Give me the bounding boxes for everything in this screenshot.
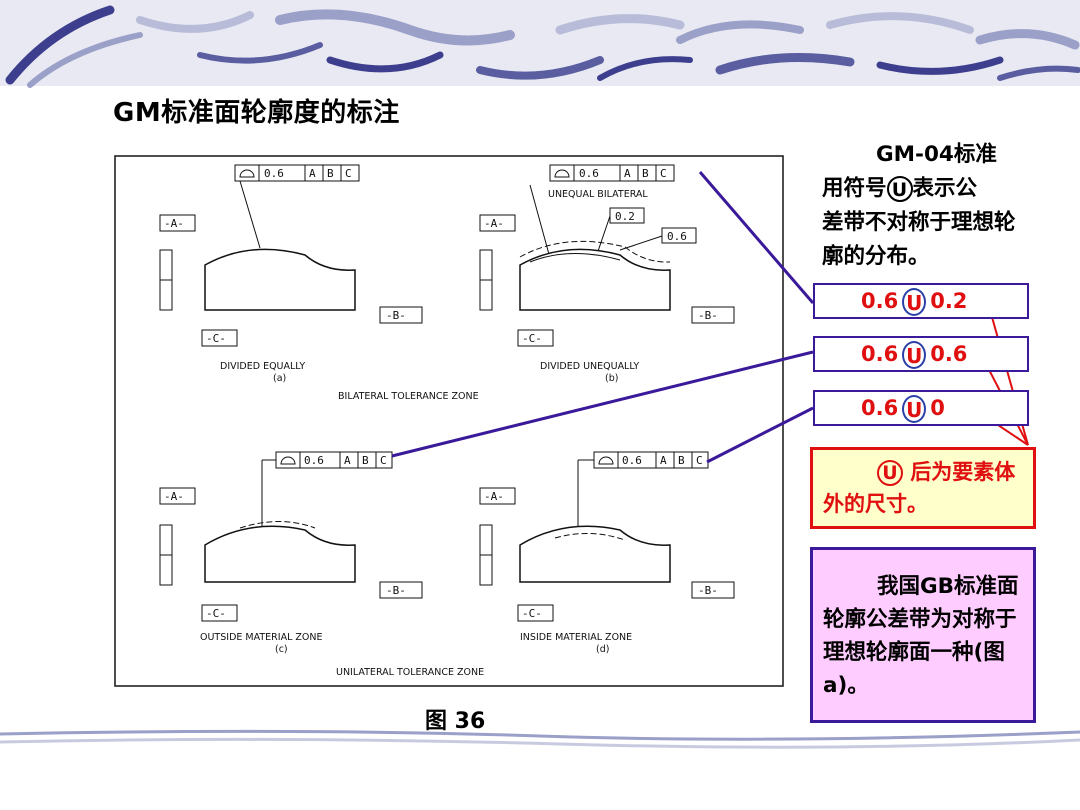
svg-text:-A-: -A-: [484, 490, 504, 503]
svg-text:-B-: -B-: [386, 584, 406, 597]
gb-standard-note: 我国GB标准面轮廓公差带为对称于理想轮廓面一种(图a)。: [810, 547, 1036, 723]
header-wave-decoration: [0, 0, 1080, 88]
u-symbol-icon: U: [902, 341, 927, 369]
svg-text:OUTSIDE MATERIAL ZONE: OUTSIDE MATERIAL ZONE: [200, 632, 322, 643]
svg-text:UNEQUAL BILATERAL: UNEQUAL BILATERAL: [548, 189, 648, 200]
svg-text:(a): (a): [273, 373, 286, 384]
u-symbol-icon: U: [902, 395, 927, 423]
note-line1: GM-04标准: [876, 142, 997, 167]
svg-text:B: B: [362, 454, 369, 467]
svg-text:B: B: [678, 454, 685, 467]
svg-text:B: B: [642, 167, 649, 180]
u-symbol-icon: U: [902, 288, 927, 316]
svg-text:-C-: -C-: [206, 607, 226, 620]
slide-title: GM标准面轮廓度的标注: [113, 98, 400, 128]
svg-text:-C-: -C-: [522, 607, 542, 620]
svg-text:-B-: -B-: [698, 309, 718, 322]
panel-c: 0.6 A B C -A- -B- -C- OUTSIDE MATERIAL Z…: [159, 451, 423, 655]
svg-text:-C-: -C-: [522, 332, 542, 345]
svg-text:-A-: -A-: [164, 490, 184, 503]
svg-text:-B-: -B-: [386, 309, 406, 322]
svg-text:0.6: 0.6: [304, 454, 324, 467]
svg-text:A: A: [660, 454, 667, 467]
footer-wave-decoration: [0, 729, 1080, 749]
svg-text:0.6: 0.6: [622, 454, 642, 467]
svg-text:-A-: -A-: [164, 217, 184, 230]
svg-text:(c): (c): [275, 644, 288, 655]
bilateral-zone-label: BILATERAL TOLERANCE ZONE: [338, 391, 479, 402]
svg-text:DIVIDED EQUALLY: DIVIDED EQUALLY: [220, 361, 305, 372]
svg-text:0.6: 0.6: [264, 167, 284, 180]
svg-text:(d): (d): [596, 644, 609, 655]
u-symbol-icon: U: [886, 176, 913, 202]
outside-size-note: U 后为要素体外的尺寸。: [810, 447, 1036, 529]
svg-text:C: C: [660, 167, 667, 180]
note-rest: 差带不对称于理想轮廓的分布。: [822, 210, 1016, 269]
svg-text:0.6: 0.6: [667, 230, 687, 243]
svg-text:-A-: -A-: [484, 217, 504, 230]
svg-text:INSIDE MATERIAL ZONE: INSIDE MATERIAL ZONE: [520, 632, 632, 643]
svg-text:C: C: [696, 454, 703, 467]
svg-text:A: A: [344, 454, 351, 467]
svg-text:0.2: 0.2: [615, 210, 635, 223]
svg-text:DIVIDED UNEQUALLY: DIVIDED UNEQUALLY: [540, 361, 639, 372]
svg-text:A: A: [624, 167, 631, 180]
svg-text:A: A: [309, 167, 316, 180]
panel-b: 0.6 A B C UNEQUAL BILATERAL 0.2 0.6 -A- …: [479, 164, 735, 384]
unilateral-zone-label: UNILATERAL TOLERANCE ZONE: [336, 667, 484, 678]
svg-text:-B-: -B-: [698, 584, 718, 597]
figure-caption: 图 36: [425, 709, 486, 734]
profile-tolerance-figure: 0.6 A B C -A- -B- -C- DIVIDED EQUALLY (a…: [114, 155, 784, 687]
u-symbol-icon: U: [877, 460, 903, 486]
svg-text:C: C: [380, 454, 387, 467]
panel-a: 0.6 A B C -A- -B- -C- DIVIDED EQUALLY (a…: [159, 164, 423, 384]
svg-text:0.6: 0.6: [579, 167, 599, 180]
svg-text:(b): (b): [605, 373, 618, 384]
svg-text:B: B: [327, 167, 334, 180]
svg-text:C: C: [345, 167, 352, 180]
svg-text:-C-: -C-: [206, 332, 226, 345]
